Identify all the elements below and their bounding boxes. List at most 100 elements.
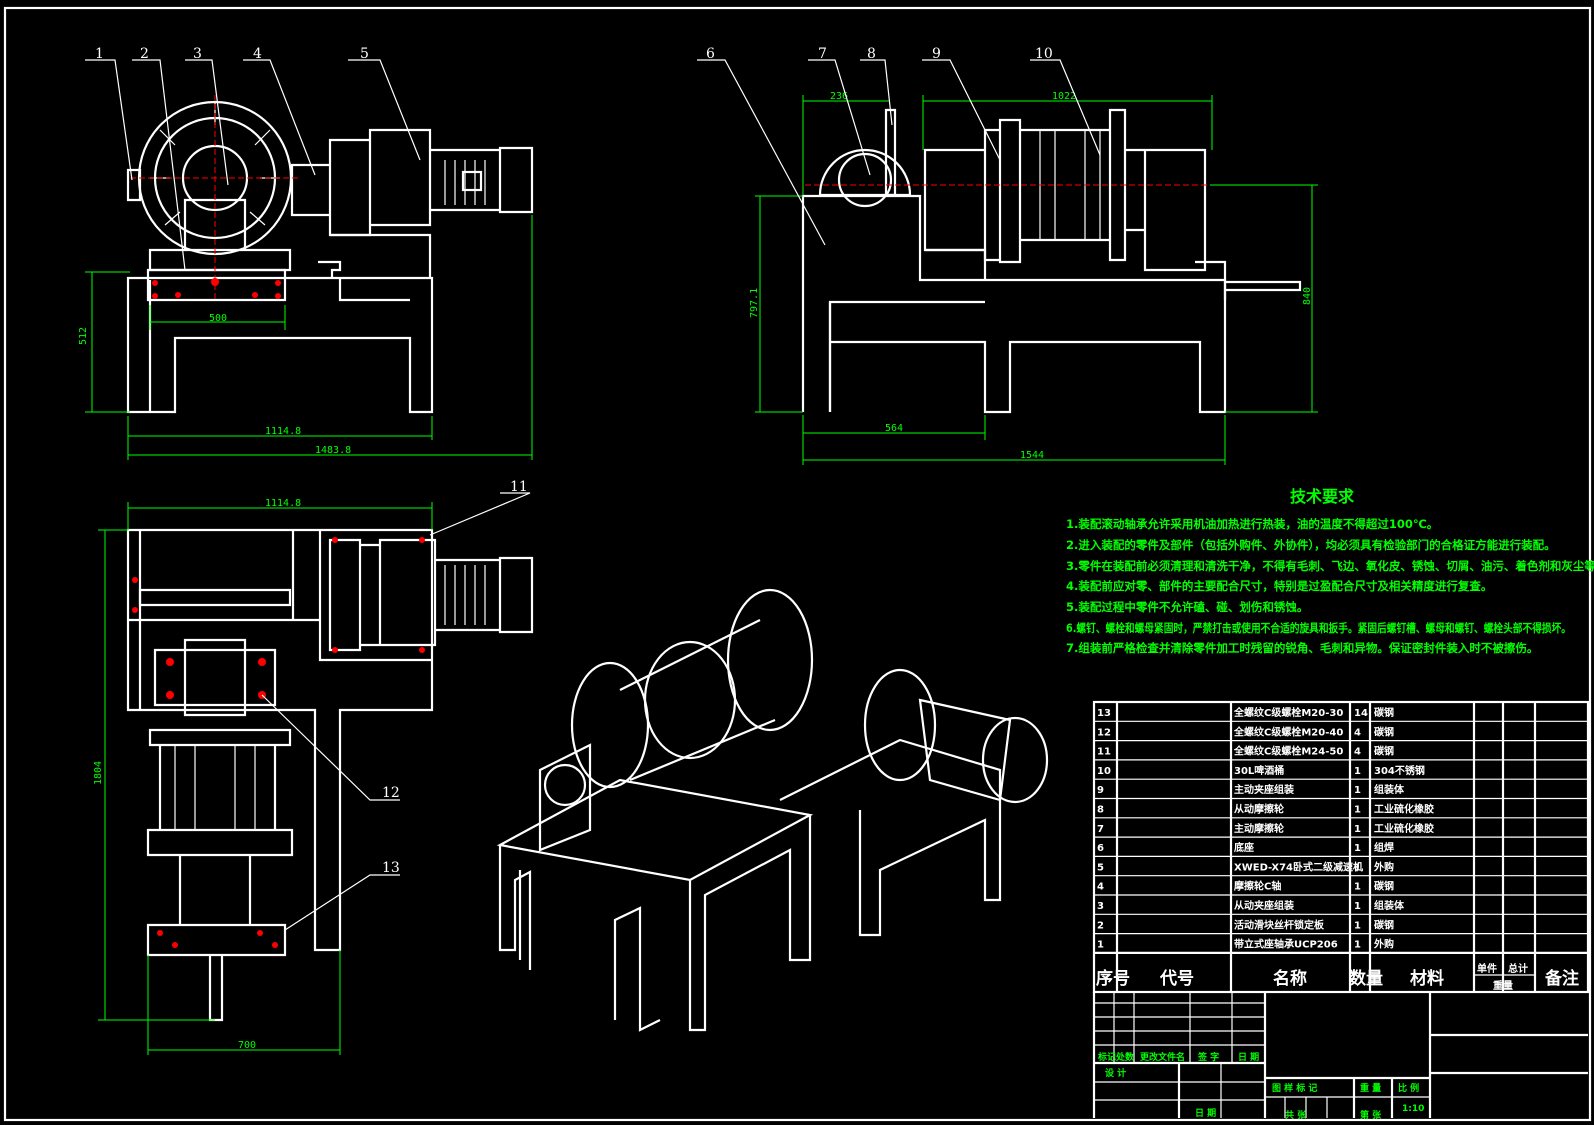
header-no: 序号 — [1096, 968, 1130, 989]
bom-cell-no: 13 — [1097, 708, 1111, 719]
bom-cell-name: 带立式座轴承UCP206 — [1234, 938, 1338, 951]
dim-side-height: 797.1 — [749, 288, 760, 318]
bom-cell-name: XWED-X74卧式二级减速机 — [1234, 860, 1363, 873]
tb-mark: 标记 — [1097, 1051, 1116, 1063]
title-block: 标记 处数 更改文件名 签 字 日 期 设 计 日 期 图 样 标 记 重 量 … — [1092, 992, 1588, 1121]
callout-11: 11 — [510, 479, 528, 495]
dim-front-width: 1114.8 — [265, 426, 301, 437]
bom-cell-name: 底座 — [1234, 841, 1254, 854]
bom-cell-name: 30L啤酒桶 — [1234, 764, 1284, 777]
dim-side-drum: 236 — [830, 91, 848, 102]
front-view — [126, 95, 534, 414]
tb-drawing-mark: 图 样 标 记 — [1272, 1082, 1317, 1094]
dim-top-length: 1804 — [93, 761, 104, 785]
bom-cell-material: 外购 — [1373, 860, 1394, 873]
bom-cell-no: 1 — [1097, 940, 1104, 951]
callout-13: 13 — [382, 860, 400, 876]
bom-header: 序号 代号 名称 数量 材料 单件 总计 重量 备注 — [1096, 962, 1579, 992]
bom-cell-no: 8 — [1097, 805, 1104, 816]
bom-cell-material: 工业硫化橡胶 — [1374, 803, 1434, 816]
bom-cell-material: 碳钢 — [1374, 918, 1394, 931]
callout-3: 3 — [193, 46, 202, 62]
tb-design: 设 计 — [1105, 1067, 1126, 1079]
bom-cell-qty: 1 — [1354, 805, 1361, 816]
bom-cell-no: 2 — [1097, 920, 1104, 931]
bom-cell-no: 9 — [1097, 785, 1104, 796]
side-view — [801, 108, 1302, 414]
tb-scale: 比 例 — [1398, 1082, 1419, 1094]
bom-cell-material: 碳钢 — [1374, 745, 1394, 758]
bom-cell-no: 5 — [1097, 862, 1104, 873]
header-unit: 单件 — [1477, 962, 1497, 975]
bom-cell-qty: 1 — [1354, 824, 1361, 835]
tb-file: 更改文件名 — [1140, 1051, 1185, 1063]
bom-cell-name: 摩擦轮C轴 — [1234, 880, 1281, 893]
top-view — [126, 528, 534, 1022]
tb-date: 日 期 — [1238, 1051, 1259, 1063]
isometric-view — [496, 588, 1049, 1032]
tb-sign: 签 字 — [1197, 1051, 1219, 1063]
dim-front-total: 1483.8 — [315, 445, 351, 456]
callout-8: 8 — [867, 46, 876, 62]
callout-2: 2 — [140, 46, 149, 62]
callout-7: 7 — [818, 46, 827, 62]
bom-cell-qty: 1 — [1354, 785, 1361, 796]
bom-cell-material: 碳钢 — [1374, 725, 1394, 738]
callout-6: 6 — [706, 46, 715, 62]
bom-cell-qty: 1 — [1354, 940, 1361, 951]
header-material: 材料 — [1410, 968, 1444, 989]
callout-leaders — [85, 59, 1101, 931]
bom-cell-name: 活动滑块丝杆锁定板 — [1234, 918, 1325, 931]
bom-cell-material: 碳钢 — [1374, 880, 1394, 893]
bom-cell-material: 组焊 — [1374, 841, 1394, 854]
bom-cell-material: 组装体 — [1374, 899, 1405, 912]
requirement-7: 7.组装前严格检查并清除零件加工时残留的锐角、毛刺和异物。保证密封件装入时不被擦… — [1066, 641, 1538, 655]
sheet-border — [3, 6, 1592, 1122]
bom-cell-name: 全螺纹C级螺栓M20-40 — [1233, 725, 1343, 738]
bom-cell-qty: 4 — [1354, 727, 1361, 738]
tb-check-date: 日 期 — [1195, 1107, 1216, 1119]
bom-cell-no: 10 — [1097, 766, 1111, 777]
bom-cell-name: 主动夹座组装 — [1234, 783, 1294, 796]
dim-side-total: 1544 — [1020, 450, 1044, 461]
bom-cell-qty: 1 — [1354, 843, 1361, 854]
dim-front-height: 512 — [78, 327, 89, 345]
requirement-2: 2.进入装配的零件及部件（包括外购件、外协件），均必须具有检验部门的合格证方能进… — [1066, 538, 1556, 552]
bom-cell-no: 7 — [1097, 824, 1104, 835]
header-weight: 重量 — [1493, 979, 1513, 992]
bom-cell-name: 主动摩擦轮 — [1234, 822, 1284, 835]
tb-weight: 重 量 — [1360, 1082, 1381, 1094]
dim-side-span: 1022 — [1052, 91, 1076, 102]
requirement-3: 3.零件在装配前必须清理和清洗干净，不得有毛刺、飞边、氧化皮、锈蚀、切屑、油污、… — [1066, 559, 1594, 573]
technical-requirements: 技术要求 1.装配滚动轴承允许采用机油加热进行热装，油的温度不得超过100℃。 … — [1066, 487, 1594, 655]
bom-cell-no: 12 — [1097, 727, 1111, 738]
bom-cell-name: 全螺纹C级螺栓M24-50 — [1233, 745, 1343, 758]
dim-side-right-height: 840 — [1302, 287, 1313, 305]
bom-cell-no: 4 — [1097, 882, 1104, 893]
bom-cell-qty: 1 — [1354, 766, 1361, 777]
bom-cell-qty: 4 — [1354, 747, 1361, 758]
bom-cell-material: 304不锈钢 — [1374, 764, 1425, 777]
callout-5: 5 — [360, 46, 369, 62]
dim-top-base: 700 — [238, 1040, 256, 1051]
bom-cell-qty: 1 — [1354, 882, 1361, 893]
dim-front-base: 500 — [209, 313, 227, 324]
requirement-5: 5.装配过程中零件不允许磕、碰、划伤和锈蚀。 — [1066, 600, 1308, 614]
header-name: 名称 — [1273, 968, 1307, 989]
bom-cell-material: 外购 — [1373, 938, 1394, 951]
bom-cell-no: 3 — [1097, 901, 1104, 912]
requirements-title: 技术要求 — [1290, 487, 1355, 506]
callout-4: 4 — [253, 46, 262, 62]
bom-cell-qty: 1 — [1354, 901, 1361, 912]
bom-cell-name: 从动摩擦轮 — [1234, 803, 1284, 816]
bom-cell-qty: 1 — [1354, 920, 1361, 931]
bom-cell-material: 工业硫化橡胶 — [1374, 822, 1434, 835]
header-total: 总计 — [1508, 962, 1528, 975]
dimension-lines — [85, 95, 1318, 1055]
header-remark: 备注 — [1544, 968, 1579, 989]
bom-cell-no: 6 — [1097, 843, 1104, 854]
header-qty: 数量 — [1349, 968, 1383, 989]
